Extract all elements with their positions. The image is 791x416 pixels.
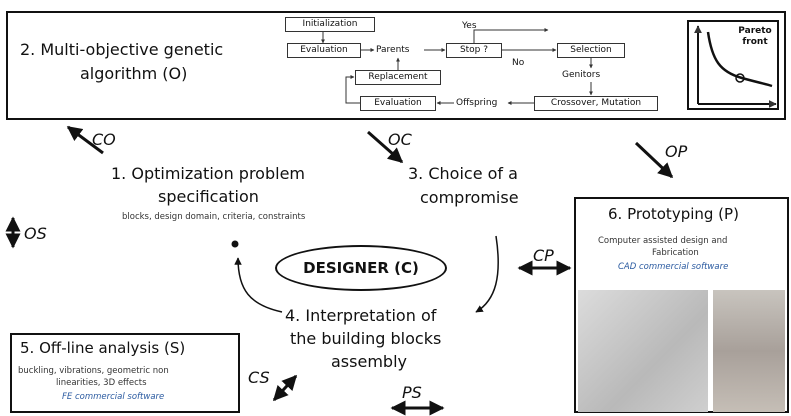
flow-yes-arrow <box>474 30 548 43</box>
oc-arrow <box>368 132 402 162</box>
co-arrow <box>68 127 103 153</box>
flow-eval-to-replacement <box>346 77 360 103</box>
loop-right-curve <box>476 236 498 312</box>
pareto-curve <box>708 32 772 86</box>
op-arrow <box>636 143 672 177</box>
loop-start-dot <box>232 241 239 248</box>
loop-left-curve <box>238 258 282 312</box>
cs-arrow <box>274 376 296 400</box>
